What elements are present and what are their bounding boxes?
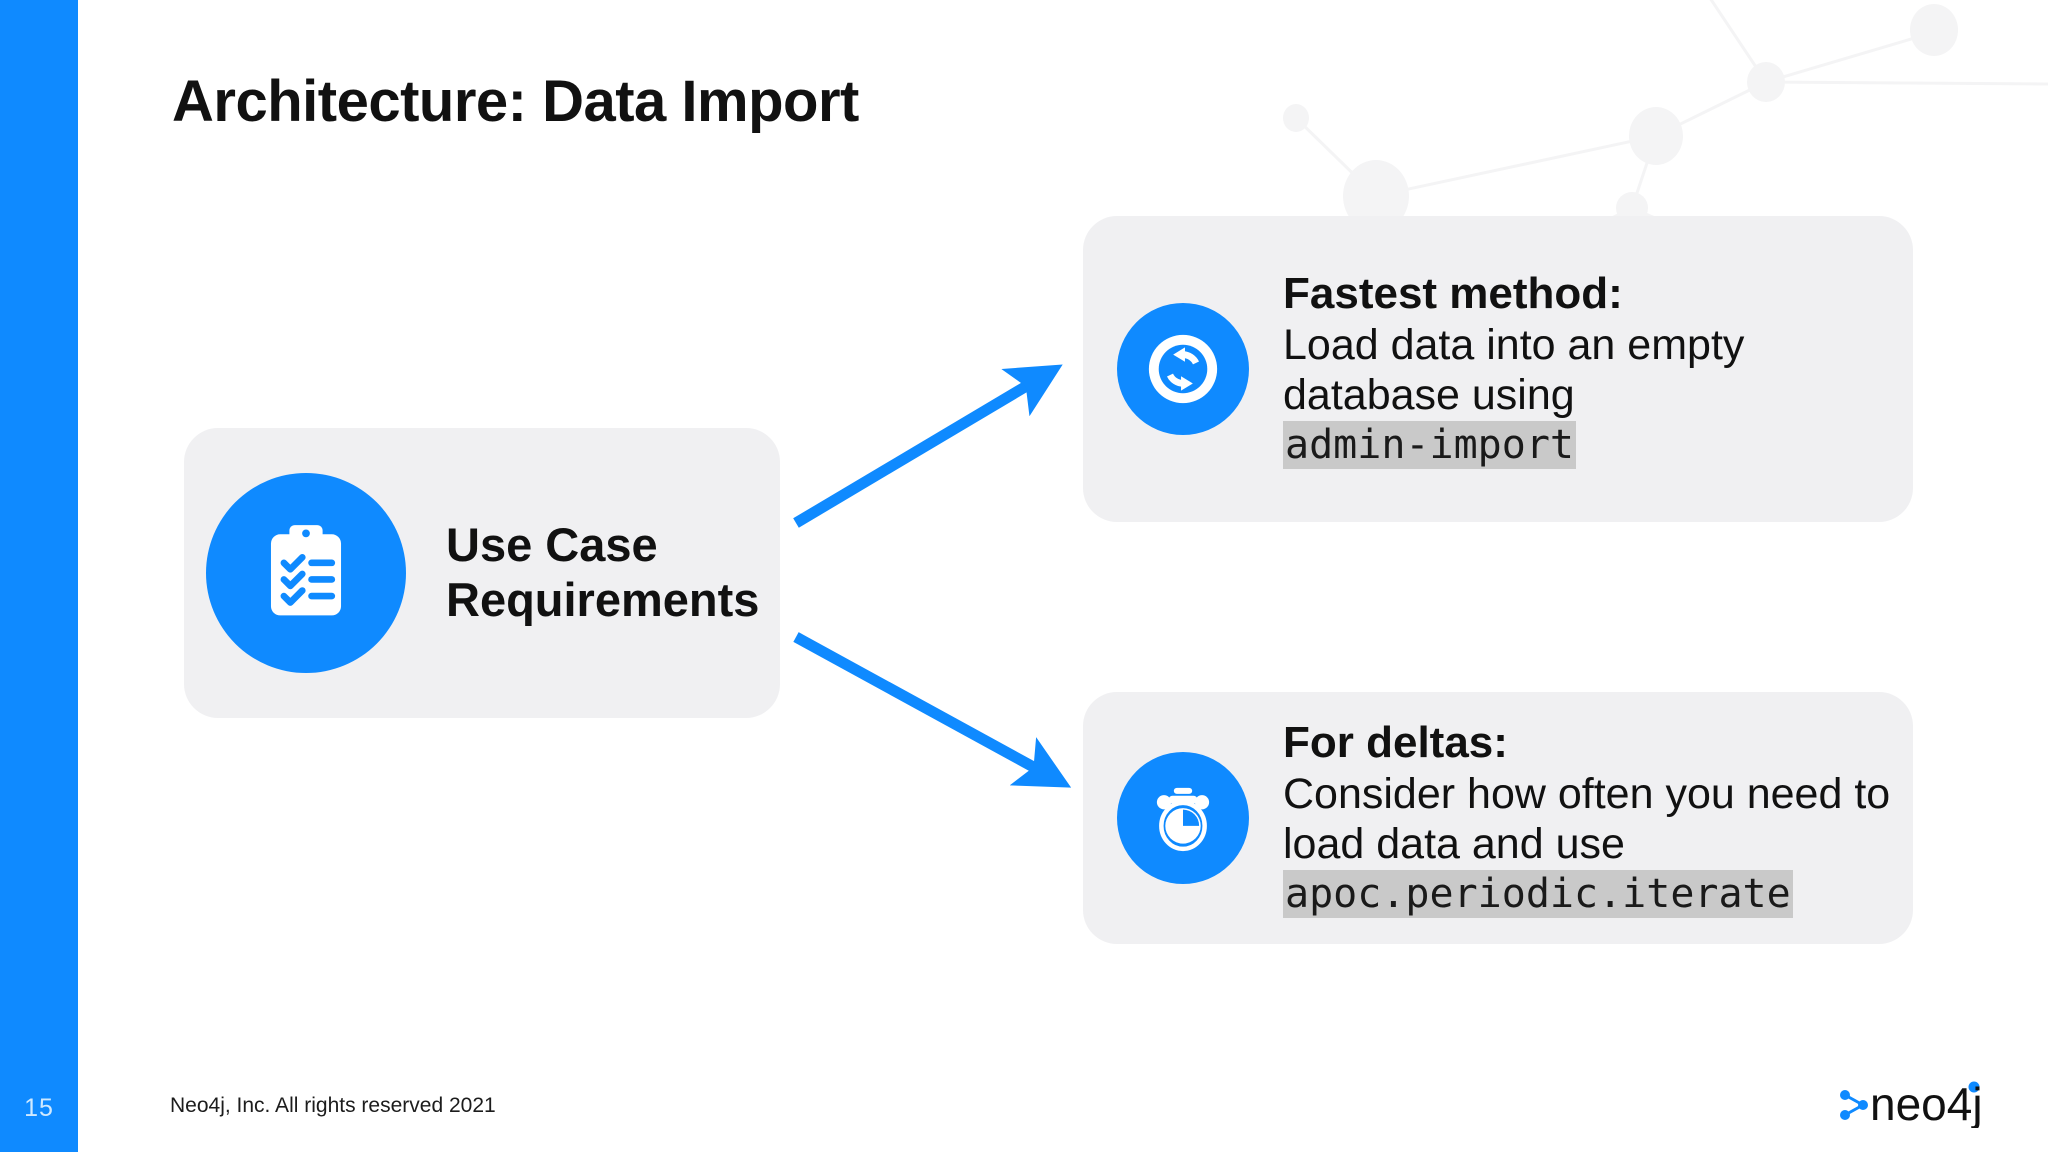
stopwatch-icon — [1117, 752, 1249, 884]
source-card-heading: Use Case Requirements — [446, 518, 760, 626]
deltas-card-description: Consider how often you need to load data… — [1283, 769, 1891, 868]
deltas-card-text: Consider how often you need to load data… — [1283, 770, 1913, 920]
copyright-text: Neo4j, Inc. All rights reserved 2021 — [170, 1094, 496, 1117]
neo4j-logo: neo4j — [1840, 1078, 1983, 1128]
page-number: 15 — [24, 1094, 54, 1122]
arrow-to-fastest — [793, 364, 1063, 528]
arrow-to-deltas — [793, 632, 1072, 788]
card-for-deltas[interactable]: For deltas: Consider how often you need … — [1083, 692, 1913, 944]
left-accent-bar — [0, 0, 78, 1152]
deltas-card-code: apoc.periodic.iterate — [1283, 870, 1793, 919]
fastest-card-text: Load data into an empty database using a… — [1283, 321, 1913, 471]
card-fastest-method[interactable]: Fastest method: Load data into an empty … — [1083, 216, 1913, 522]
svg-text:neo4j: neo4j — [1870, 1078, 1983, 1128]
card-use-case-requirements[interactable]: Use Case Requirements — [184, 428, 780, 718]
clipboard-checklist-icon — [206, 473, 406, 673]
sync-refresh-icon — [1117, 303, 1249, 435]
deltas-card-lede: For deltas: — [1283, 717, 1508, 767]
fastest-card-code: admin-import — [1283, 421, 1576, 470]
page-title: Architecture: Data Import — [172, 69, 859, 134]
fastest-card-lede: Fastest method: — [1283, 268, 1623, 318]
fastest-card-description: Load data into an empty database using — [1283, 320, 1745, 419]
